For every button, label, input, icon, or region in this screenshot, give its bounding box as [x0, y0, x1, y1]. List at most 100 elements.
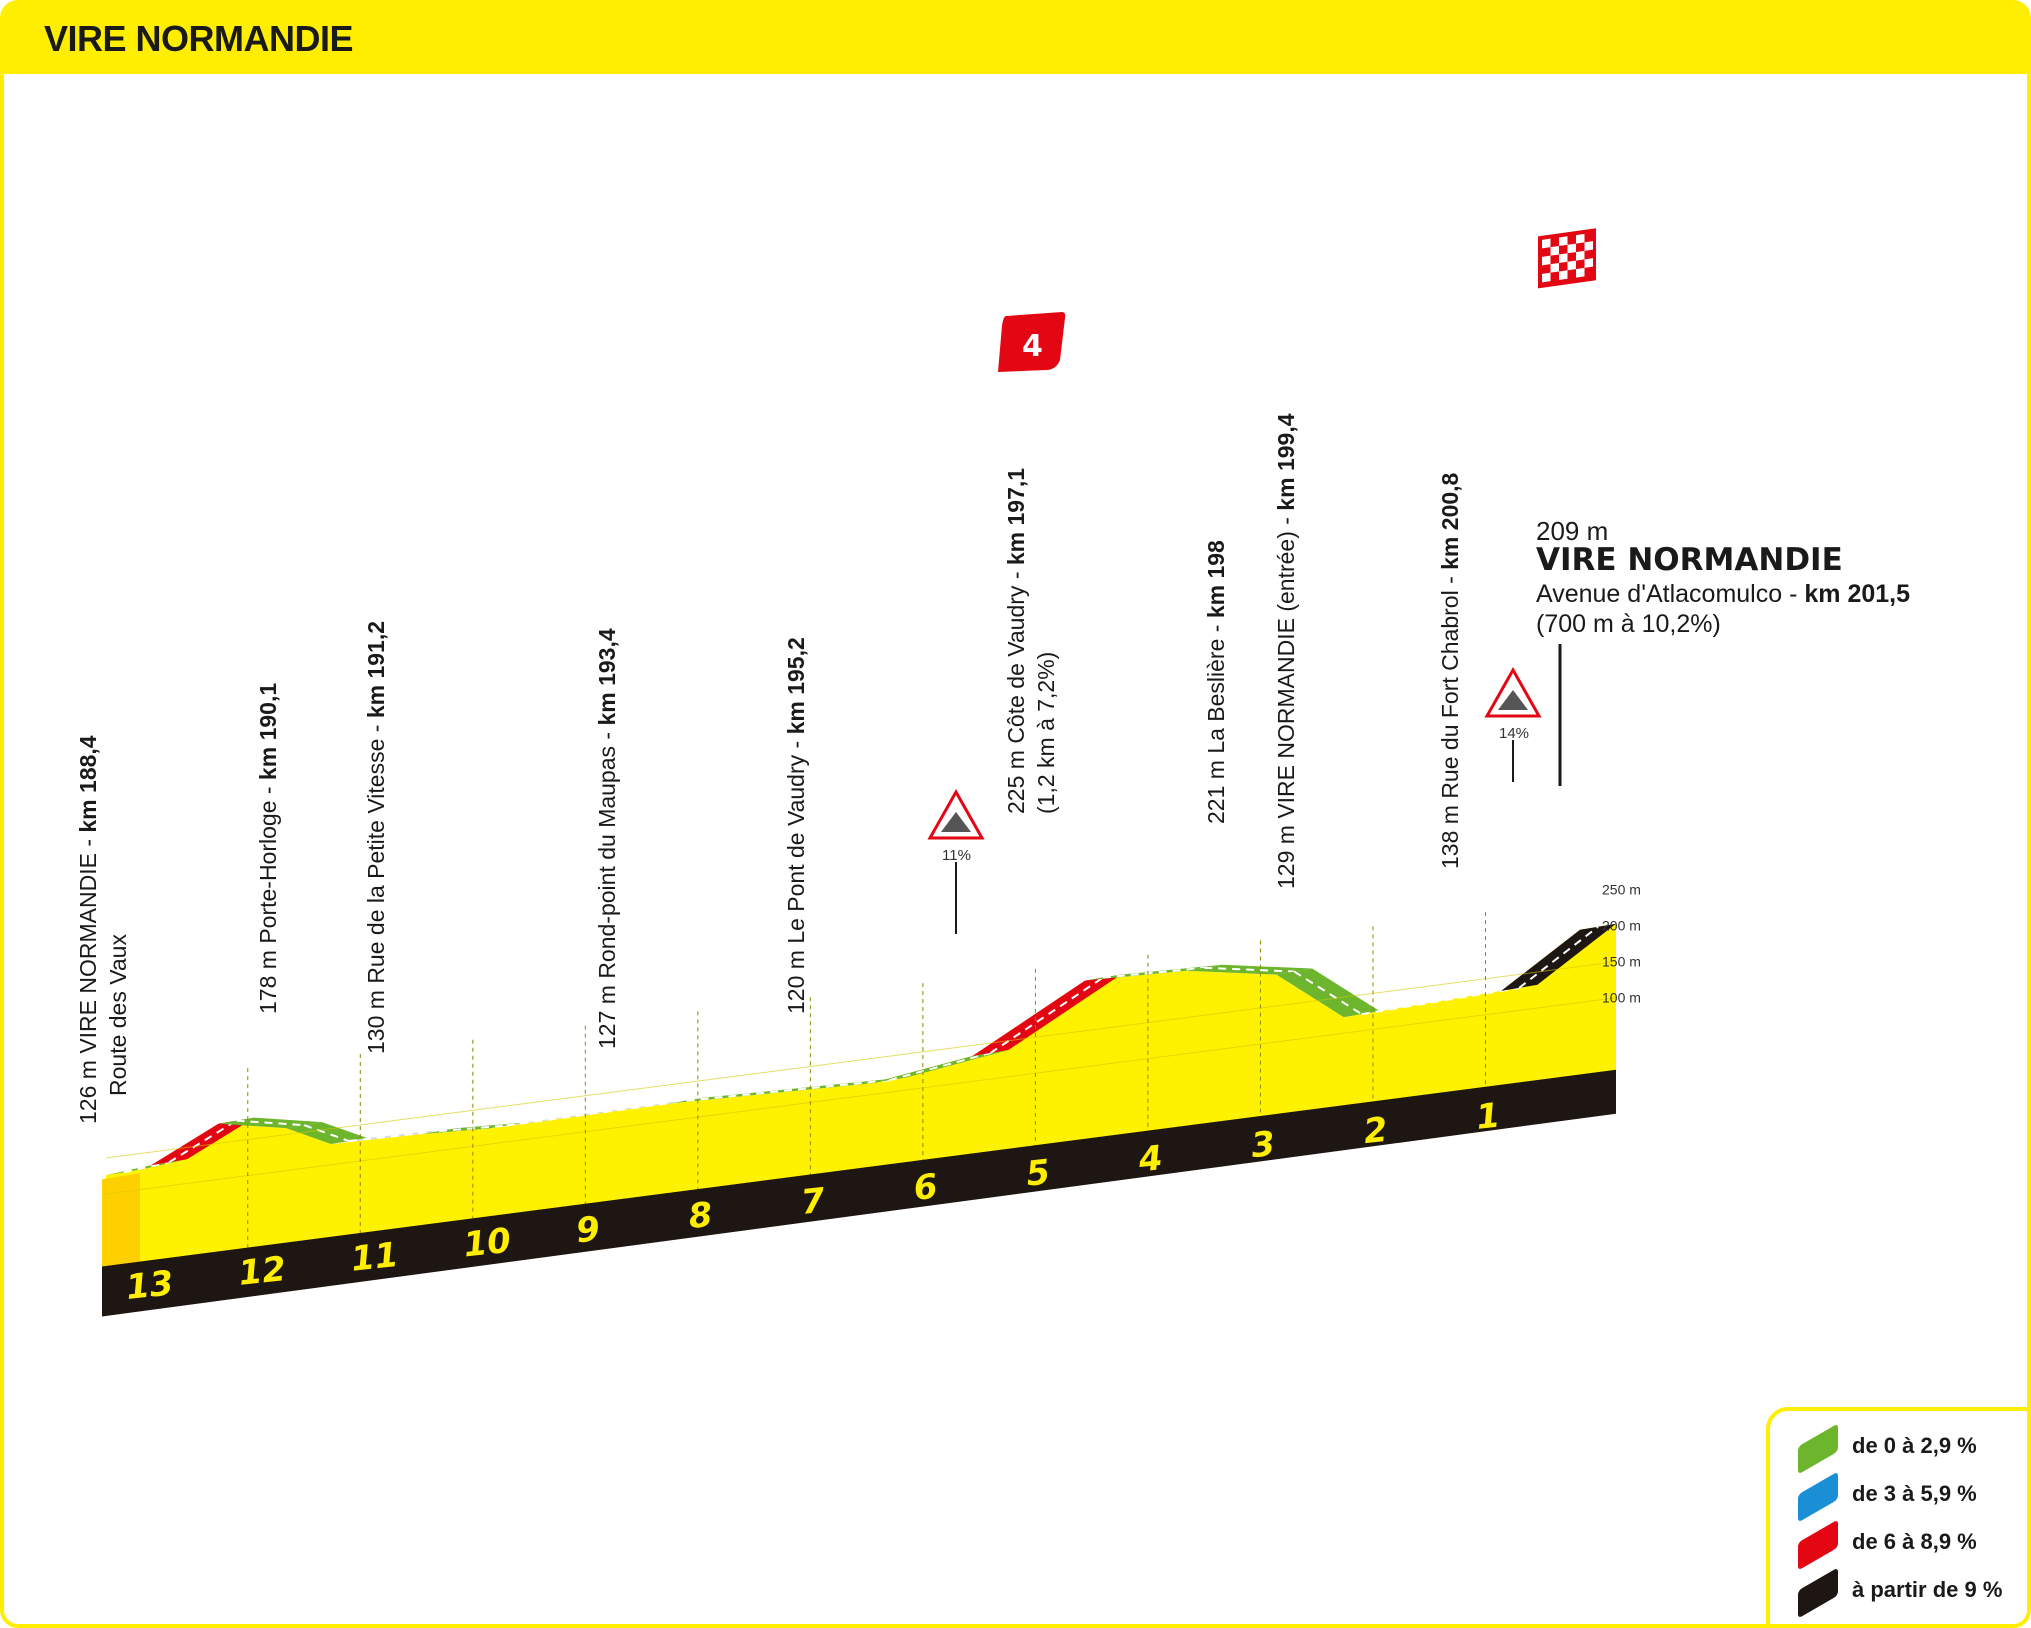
altitude-tick-label: 250 m [1602, 882, 1641, 898]
waypoint-label: 178 m Porte-Horloge - km 190,1 [255, 683, 281, 1014]
flag-check [1576, 250, 1585, 261]
waypoint-km: km 188,4 [75, 735, 101, 832]
km-tick-label: 7 [799, 1181, 827, 1223]
gradient-segment [972, 974, 1121, 1057]
altitude-tick-label: 200 m [1602, 918, 1641, 934]
km-tick-label: 9 [574, 1209, 602, 1251]
route-dash [1102, 966, 1205, 979]
legend-label: à partir de 9 % [1852, 1577, 2003, 1602]
route-dash [1204, 966, 1295, 973]
stage-title: VIRE NORMANDIE [44, 18, 354, 59]
route-dash [1518, 926, 1599, 989]
km-tick-label: 6 [912, 1167, 940, 1209]
waypoint-label: 126 m VIRE NORMANDIE - km 188,4 [75, 735, 101, 1124]
legend-swatch [1798, 1471, 1838, 1523]
waypoint-sub-label: Route des Vaux [105, 934, 131, 1096]
waypoint-km: km 197,1 [1003, 468, 1029, 565]
gradient-segment [151, 1117, 255, 1166]
waypoint-name: 127 m Rond-point du Maupas - [594, 726, 620, 1049]
waypoint-km: km 191,2 [363, 621, 389, 718]
waypoint-name: 221 m La Beslière - [1203, 618, 1229, 824]
waypoint-label: 221 m La Beslière - km 198 [1203, 540, 1229, 824]
flag-check [1559, 253, 1568, 263]
waypoint-name: 225 m Côte de Vaudry - [1003, 565, 1029, 814]
waypoint-name: 126 m VIRE NORMANDIE - [75, 833, 101, 1124]
waypoint-label: 127 m Rond-point du Maupas - km 193,4 [594, 628, 620, 1049]
km-tick-label: 1 [1474, 1096, 1502, 1138]
flag-check [1559, 236, 1568, 246]
gradient-legend: de 0 à 2,9 % de 3 à 5,9 % de 6 à 8,9 % à… [1766, 1407, 2027, 1624]
waypoint-name: 130 m Rue de la Petite Vitesse - [363, 718, 389, 1054]
gradient-label: 11% [942, 847, 971, 864]
climb-category-icon [998, 312, 1066, 372]
altitude-gridline [105, 961, 1617, 1159]
waypoint-km: km 198 [1203, 540, 1229, 618]
waypoint-name: 138 m Rue du Fort Chabrol - [1437, 570, 1463, 869]
legend-swatch [1798, 1423, 1838, 1475]
legend-label: de 6 à 8,9 % [1852, 1529, 1977, 1554]
km-base-band [102, 1069, 1616, 1317]
waypoint-km: km 200,8 [1437, 472, 1463, 569]
route-dash [303, 1124, 350, 1142]
flag-check [1567, 243, 1576, 254]
km-tick-label: 10 [462, 1221, 513, 1266]
legend-label: de 0 à 2,9 % [1852, 1433, 1977, 1458]
km-tick-label: 12 [237, 1249, 288, 1294]
route-dash [236, 1119, 305, 1127]
finish-name: VIRE NORMANDIE [1536, 542, 1843, 578]
waypoint-label: 225 m Côte de Vaudry - km 197,1 [1003, 468, 1029, 814]
waypoint-name: 129 m VIRE NORMANDIE (entrée) - [1273, 511, 1299, 889]
warning-hill-glyph [1498, 690, 1528, 710]
km-tick-label: 5 [1024, 1152, 1052, 1194]
legend-swatch [1798, 1567, 1838, 1619]
waypoint-km: km 193,4 [594, 628, 620, 725]
waypoint-label: 129 m VIRE NORMANDIE (entrée) - km 199,4 [1273, 413, 1299, 889]
waypoint-label: 120 m Le Pont de Vaudry - km 195,2 [783, 637, 809, 1014]
gradient-segment [286, 1122, 368, 1145]
waypoint-label: 130 m Rue de la Petite Vitesse - km 191,… [363, 621, 389, 1054]
km-tick-label: 13 [124, 1263, 175, 1308]
km-tick-label: 3 [1249, 1124, 1277, 1166]
flag-check [1542, 238, 1551, 249]
profile-side [102, 1173, 140, 1270]
finish-detail: (700 m à 10,2%) [1536, 610, 1721, 638]
km-tick-label: 11 [349, 1235, 400, 1280]
waypoint-label: 138 m Rue du Fort Chabrol - km 200,8 [1437, 472, 1463, 869]
warning-hill-glyph [941, 812, 971, 832]
finish-street: Avenue d'Atlacomulco - km 201,5 [1536, 580, 1910, 608]
flag-check [1550, 262, 1559, 273]
altitude-gridline [105, 997, 1617, 1195]
header-bar: VIRE NORMANDIE [4, 4, 2027, 74]
waypoint-sub-label: (1,2 km à 7,2%) [1033, 652, 1059, 814]
route-dash [888, 1052, 991, 1082]
legend-label: de 3 à 5,9 % [1852, 1481, 1977, 1506]
waypoint-km: km 190,1 [255, 683, 281, 780]
route-dash [506, 1099, 687, 1127]
flag-check [1559, 270, 1568, 280]
flag-check [1550, 245, 1559, 256]
flag-check [1567, 260, 1576, 271]
profile-area [106, 923, 1616, 1266]
route-dash [1361, 986, 1520, 1016]
climb-category-label: 4 [1022, 329, 1043, 364]
gradient-segment [1276, 968, 1380, 1018]
waypoint-km: km 199,4 [1273, 413, 1299, 510]
km-tick-label: 2 [1362, 1110, 1390, 1152]
route-dash [123, 1161, 170, 1174]
waypoint-km: km 195,2 [783, 637, 809, 734]
km-tick-label: 4 [1136, 1138, 1165, 1180]
waypoint-name: 120 m Le Pont de Vaudry - [783, 734, 809, 1014]
flag-check [1584, 258, 1593, 268]
flag-check [1584, 241, 1593, 251]
flag-check [1542, 272, 1551, 283]
route-dash [686, 1079, 890, 1102]
altitude-tick-label: 100 m [1602, 990, 1641, 1006]
finish-altitude: 209 m [1536, 516, 1608, 546]
altitude-tick-label: 150 m [1602, 954, 1641, 970]
route-dash [989, 976, 1104, 1054]
legend-swatch [1798, 1519, 1838, 1571]
waypoint-name: 178 m Porte-Horloge - [255, 780, 281, 1014]
route-dash [348, 1130, 440, 1143]
flag-check [1576, 267, 1585, 278]
